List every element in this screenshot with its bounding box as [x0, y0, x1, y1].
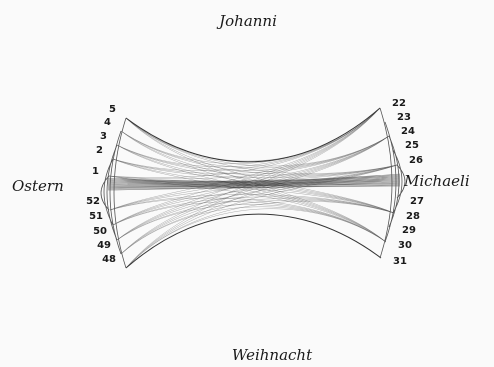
- right-week-number: 24: [401, 126, 415, 137]
- left-week-number: 51: [89, 211, 103, 222]
- season-right-label: Michaeli: [403, 172, 470, 190]
- envelope-line: [126, 214, 381, 268]
- connection-line: [126, 108, 380, 161]
- left-week-number: 1: [92, 166, 99, 177]
- connection-line: [117, 136, 389, 240]
- left-arc: [114, 118, 126, 268]
- right-week-number: 25: [405, 140, 419, 151]
- right-week-number: 26: [409, 155, 423, 166]
- right-week-number: 31: [393, 256, 407, 267]
- left-week-number: 48: [102, 254, 116, 265]
- season-top-label: Johanni: [216, 12, 277, 30]
- season-left-label: Ostern: [12, 177, 64, 195]
- left-week-numbers: 5 4 3 2 1 52 51 50 49 48: [86, 104, 116, 265]
- left-week-number: 5: [109, 104, 116, 115]
- left-week-number: 2: [96, 145, 103, 156]
- right-week-number: 28: [406, 211, 420, 222]
- envelope-line: [126, 108, 380, 162]
- right-week-number: 23: [397, 112, 411, 123]
- left-week-number: 4: [104, 117, 111, 128]
- right-week-number: 22: [392, 98, 406, 109]
- left-week-number: 52: [86, 196, 100, 207]
- season-bottom-label: Weihnacht: [232, 346, 313, 364]
- connection-lines: [108, 108, 400, 268]
- left-week-number: 49: [97, 240, 111, 251]
- right-week-number: 27: [410, 196, 424, 207]
- left-arc: [107, 145, 117, 240]
- left-week-number: 3: [100, 131, 107, 142]
- connection-line: [110, 108, 380, 210]
- left-week-number: 50: [93, 226, 107, 237]
- right-week-number: 29: [402, 225, 416, 236]
- right-week-number: 30: [398, 240, 412, 251]
- connection-line: [113, 108, 380, 225]
- connection-line: [121, 131, 389, 168]
